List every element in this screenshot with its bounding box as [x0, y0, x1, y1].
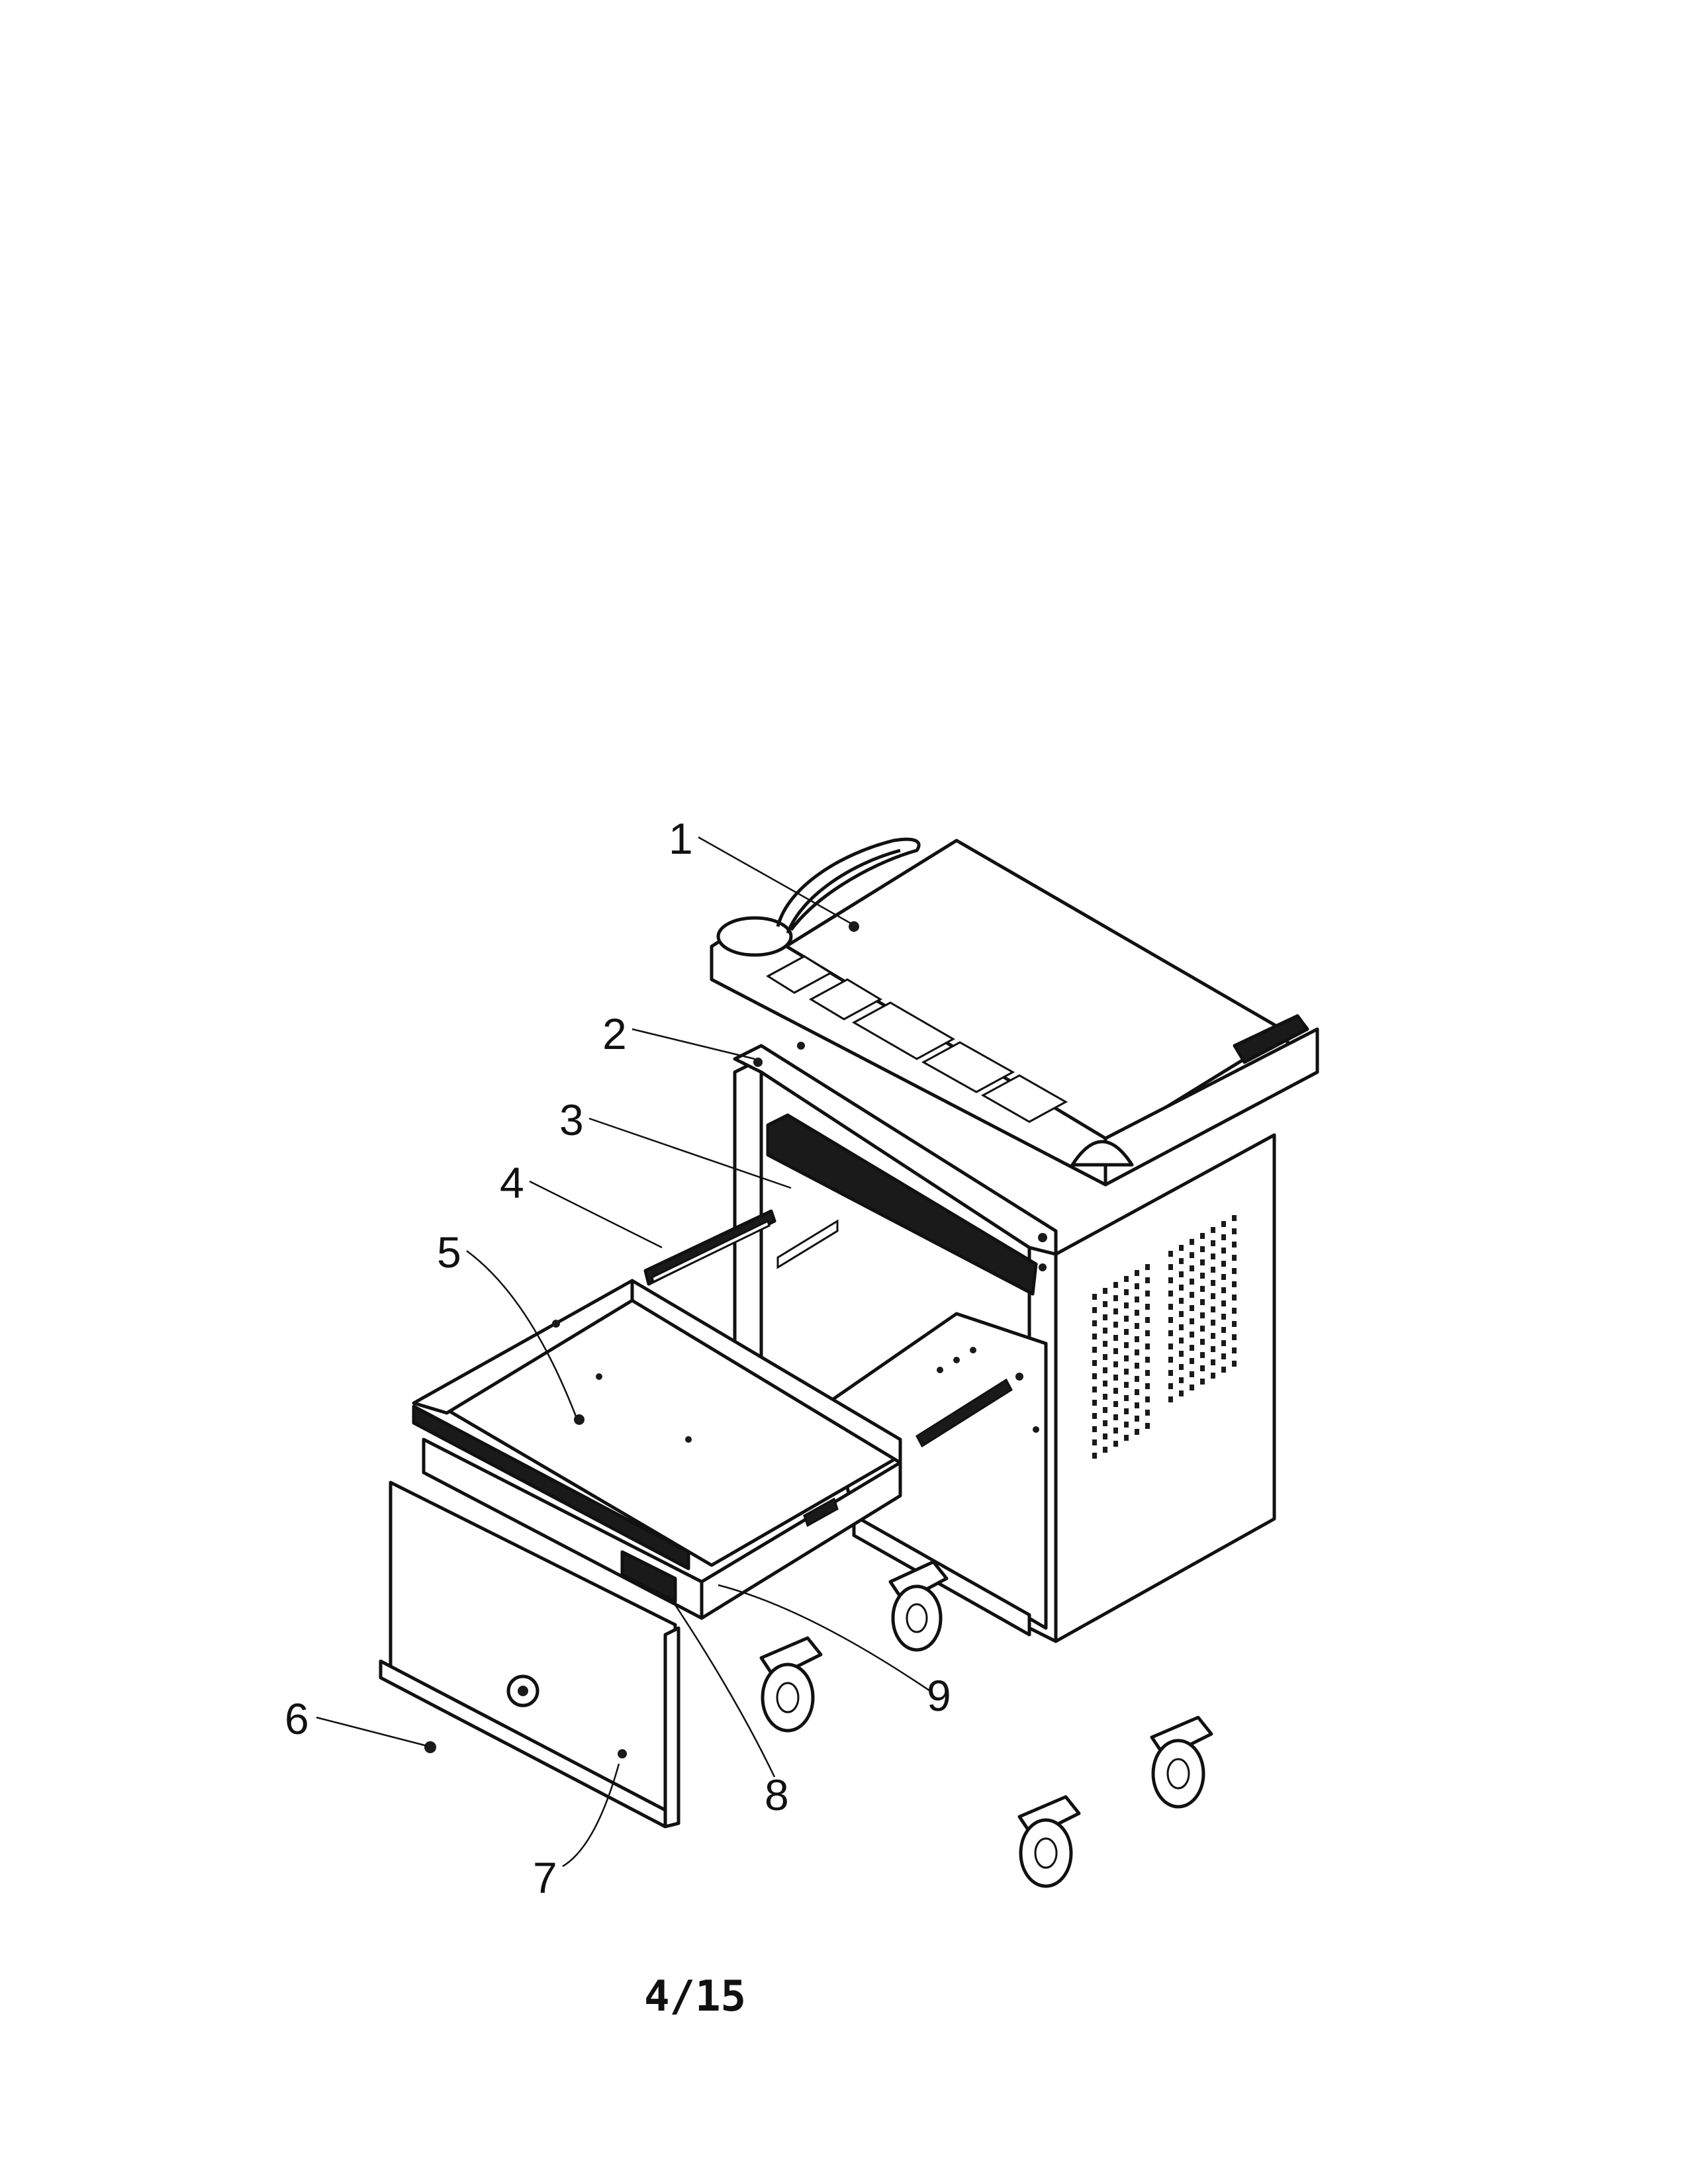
drawer-face-panel	[379, 1480, 680, 1829]
callout-6-number: 6	[285, 1694, 309, 1743]
callout-1: 1	[669, 814, 851, 925]
callout-4: 4	[500, 1158, 663, 1249]
callout-5-number: 5	[437, 1228, 461, 1277]
callout-2-number: 2	[602, 1009, 627, 1058]
caster-wheels	[759, 1560, 1213, 1888]
caster-back-left	[888, 1560, 949, 1652]
callout-6: 6	[285, 1694, 428, 1747]
caster-front-right	[1017, 1795, 1081, 1888]
page-number: 4/15	[643, 1972, 747, 2021]
callout-7: 7	[533, 1763, 620, 1902]
callout-2: 2	[602, 1009, 755, 1060]
callout-9-number: 9	[927, 1671, 951, 1720]
screw	[424, 1741, 436, 1753]
callout-7-number: 7	[533, 1853, 557, 1902]
callout-5: 5	[437, 1228, 577, 1417]
callout-3: 3	[559, 1095, 792, 1189]
callout-4-number: 4	[500, 1158, 524, 1207]
callout-8: 8	[667, 1594, 789, 1819]
drawer-slide-rail	[643, 1209, 776, 1286]
drawer-box	[412, 1279, 902, 1620]
caster-back-right	[1150, 1715, 1213, 1809]
callout-3-number: 3	[559, 1095, 584, 1144]
callout-9: 9	[718, 1584, 951, 1720]
callout-1-number: 1	[669, 814, 693, 863]
callout-labels: 1 2 3 4 5 6 7 8	[285, 814, 951, 1902]
caster-front-left	[759, 1636, 823, 1733]
top-tray	[710, 837, 1319, 1187]
callout-8-number: 8	[765, 1770, 789, 1819]
side-panel-vent-holes	[1092, 1215, 1237, 1459]
cabinet-body	[733, 1042, 1276, 1643]
